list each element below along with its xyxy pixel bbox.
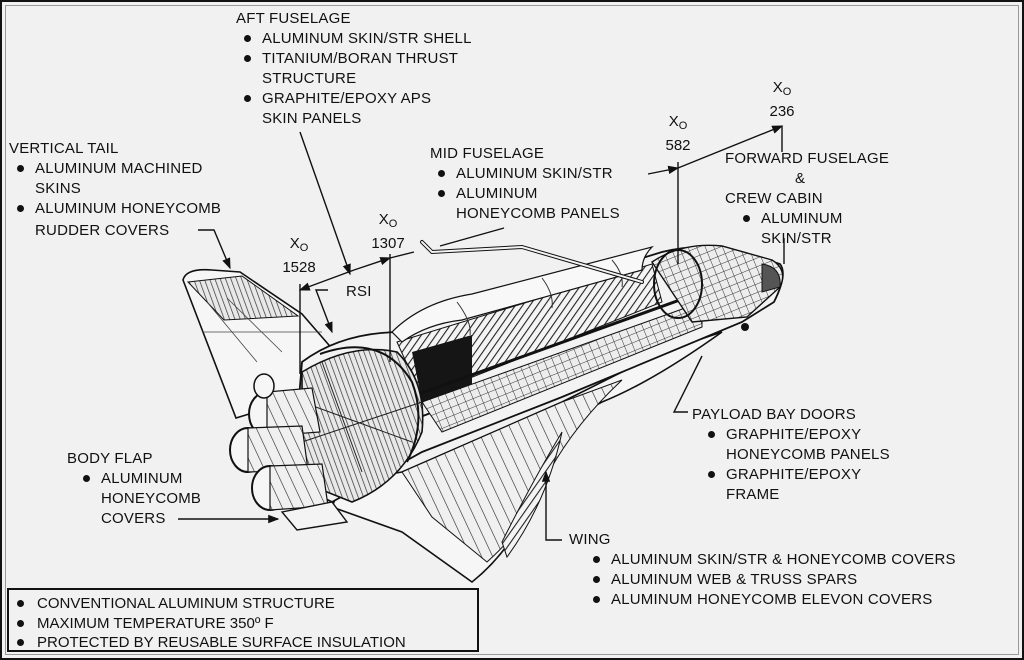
summary-item: MAXIMUM TEMPERATURE 350º F bbox=[15, 614, 477, 634]
label-item: ALUMINUM bbox=[735, 209, 889, 229]
main-engine-nozzles bbox=[229, 373, 329, 511]
label-item: ALUMINUM SKIN/STR bbox=[430, 164, 620, 184]
label-title: VERTICAL TAIL bbox=[9, 140, 119, 157]
label-title: BODY FLAP bbox=[67, 450, 153, 467]
label-item-continued: RUDDER COVERS bbox=[35, 222, 170, 239]
station-symbol: X bbox=[378, 211, 389, 228]
summary-item: PROTECTED BY REUSABLE SURFACE INSULATION bbox=[15, 633, 477, 653]
label-item-continued: SKINS bbox=[35, 180, 82, 197]
label-body-flap: BODY FLAP ALUMINUM HONEYCOMB COVERS bbox=[67, 449, 201, 529]
label-item: GRAPHITE/EPOXY bbox=[700, 465, 890, 485]
label-mid-fuselage: MID FUSELAGE ALUMINUM SKIN/STR ALUMINUM … bbox=[430, 144, 620, 224]
station-xo-236: XO 236 bbox=[760, 78, 804, 121]
label-item: ALUMINUM MACHINED bbox=[9, 159, 221, 179]
label-title: FORWARD FUSELAGE bbox=[725, 150, 890, 167]
label-item: TITANIUM/BORAN THRUST bbox=[236, 49, 472, 69]
label-item-continued: HONEYCOMB bbox=[101, 490, 202, 507]
label-item: ALUMINUM SKIN/STR & HONEYCOMB COVERS bbox=[585, 550, 956, 570]
label-payload-bay-doors: PAYLOAD BAY DOORS GRAPHITE/EPOXY HONEYCO… bbox=[692, 405, 890, 505]
label-title: AFT FUSELAGE bbox=[236, 10, 351, 27]
station-value: 582 bbox=[665, 137, 691, 154]
label-title: PAYLOAD BAY DOORS bbox=[692, 406, 857, 423]
label-item-continued: COVERS bbox=[101, 510, 166, 527]
station-xo-1307: XO 1307 bbox=[366, 210, 410, 253]
wing-shape bbox=[330, 331, 723, 584]
label-item-continued: HONEYCOMB PANELS bbox=[726, 446, 890, 463]
summary-box: CONVENTIONAL ALUMINUM STRUCTURE MAXIMUM … bbox=[7, 588, 479, 652]
station-symbol: X bbox=[668, 113, 679, 130]
label-title: WING bbox=[569, 531, 611, 548]
label-wing: WING ALUMINUM SKIN/STR & HONEYCOMB COVER… bbox=[569, 530, 956, 610]
station-value: 236 bbox=[769, 103, 795, 120]
label-aft-fuselage: AFT FUSELAGE ALUMINUM SKIN/STR SHELL TIT… bbox=[236, 9, 472, 129]
label-item: ALUMINUM WEB & TRUSS SPARS bbox=[585, 570, 956, 590]
station-xo-582: XO 582 bbox=[656, 112, 700, 155]
label-item: ALUMINUM SKIN/STR SHELL bbox=[236, 29, 472, 49]
label-forward-fuselage: FORWARD FUSELAGE & CREW CABIN ALUMINUM S… bbox=[725, 149, 889, 249]
aft-fuselage-shape bbox=[229, 346, 424, 531]
label-title: MID FUSELAGE bbox=[430, 145, 545, 162]
leader-lines bbox=[178, 125, 785, 541]
label-item: GRAPHITE/EPOXY APS bbox=[236, 89, 472, 109]
station-subscript: O bbox=[388, 218, 398, 230]
label-item: ALUMINUM HONEYCOMB bbox=[9, 199, 221, 219]
label-item: ALUMINUM bbox=[75, 469, 201, 489]
label-item: GRAPHITE/EPOXY bbox=[700, 425, 890, 445]
label-item-continued: STRUCTURE bbox=[262, 70, 357, 87]
summary-item: CONVENTIONAL ALUMINUM STRUCTURE bbox=[15, 594, 477, 614]
station-xo-1528: XO 1528 bbox=[277, 234, 321, 277]
label-title-ampersand: & bbox=[795, 170, 806, 187]
label-item-continued: HONEYCOMB PANELS bbox=[456, 205, 620, 222]
label-vertical-tail: VERTICAL TAIL ALUMINUM MACHINED SKINS AL… bbox=[9, 139, 221, 241]
station-subscript: O bbox=[678, 120, 688, 132]
label-item-continued: SKIN PANELS bbox=[262, 110, 362, 127]
station-subscript: O bbox=[299, 242, 309, 254]
label-item-continued: SKIN/STR bbox=[761, 230, 832, 247]
label-title-crew-cabin: CREW CABIN bbox=[725, 190, 823, 207]
station-symbol: X bbox=[772, 79, 783, 96]
station-subscript: O bbox=[782, 86, 792, 98]
label-item: ALUMINUM bbox=[430, 184, 620, 204]
label-rsi: RSI bbox=[346, 283, 372, 300]
station-symbol: X bbox=[289, 235, 300, 252]
station-value: 1528 bbox=[282, 259, 316, 276]
label-item-continued: FRAME bbox=[726, 486, 780, 503]
station-value: 1307 bbox=[371, 235, 405, 252]
label-item: ALUMINUM HONEYCOMB ELEVON COVERS bbox=[585, 590, 956, 610]
